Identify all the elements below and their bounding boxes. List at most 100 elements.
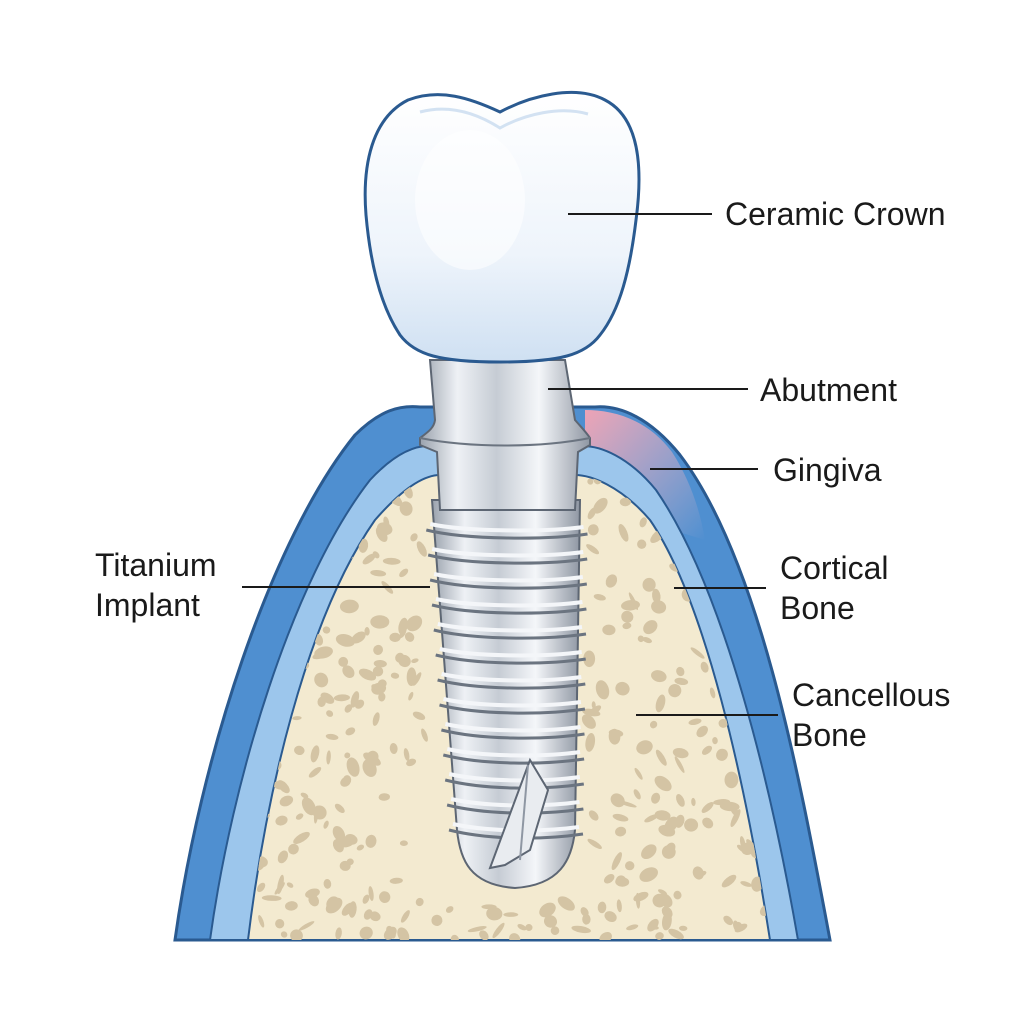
thread-highlight <box>448 772 581 783</box>
trabecula <box>346 858 354 866</box>
trabecula <box>371 684 378 691</box>
trabecula <box>734 923 748 933</box>
trabecula <box>608 729 624 738</box>
trabecula <box>301 797 316 816</box>
trabecula <box>431 914 443 926</box>
trabecula <box>658 824 676 837</box>
trabecula <box>370 570 387 577</box>
trabecula <box>486 906 503 921</box>
trabecula <box>397 927 410 940</box>
trabecula <box>658 893 673 908</box>
trabecula <box>412 672 422 686</box>
trabecula <box>372 712 380 726</box>
trabecula <box>412 711 426 721</box>
trabecula <box>612 813 629 822</box>
label-implant-line2: Implant <box>95 587 200 623</box>
trabecula <box>633 789 641 800</box>
trabecula <box>651 792 661 804</box>
trabecula <box>322 626 331 634</box>
label-gingiva: Gingiva <box>773 450 882 490</box>
trabecula <box>605 574 618 588</box>
trabecula <box>557 896 575 911</box>
trabecula <box>379 891 391 903</box>
label-implant-line1: Titanium <box>95 547 217 583</box>
thread-highlight <box>444 722 581 733</box>
trabecula <box>279 795 294 807</box>
trabecula <box>344 834 358 845</box>
trabecula <box>308 894 320 907</box>
trabecula <box>611 852 622 871</box>
trabecula <box>288 843 299 855</box>
trabecula <box>248 479 260 490</box>
trabecula <box>358 538 369 553</box>
trabecula <box>326 710 334 717</box>
trabecula <box>364 627 370 636</box>
trabecula <box>290 929 303 940</box>
trabecula <box>712 737 718 745</box>
trabecula <box>308 766 322 778</box>
trabecula <box>616 899 622 913</box>
trabecula <box>399 568 409 578</box>
trabecula <box>370 615 390 629</box>
trabecula <box>571 925 591 934</box>
trabecula <box>635 892 641 909</box>
trabecula <box>602 624 616 636</box>
trabecula <box>280 931 288 938</box>
trabecula <box>639 517 647 528</box>
label-abutment: Abutment <box>760 370 897 410</box>
trabecula <box>325 897 343 914</box>
trabecula <box>378 793 390 801</box>
trabecula <box>294 745 305 756</box>
trabecula <box>688 718 702 726</box>
trabecula <box>323 820 329 829</box>
label-gingiva-text: Gingiva <box>773 452 882 488</box>
titanium-implant <box>425 499 588 890</box>
thread-highlight <box>439 647 582 658</box>
thread-highlight <box>435 597 583 608</box>
trabecula <box>679 925 688 931</box>
trabecula <box>356 844 365 851</box>
trabecula <box>362 553 376 565</box>
trabecula <box>421 728 428 742</box>
abutment <box>419 359 591 511</box>
trabecula <box>351 631 366 644</box>
thread-ridge <box>435 653 586 665</box>
trabecula <box>582 914 591 925</box>
trabecula <box>730 519 745 533</box>
trabecula <box>335 927 342 940</box>
trabecula <box>604 911 617 923</box>
trabecula <box>651 670 667 683</box>
trabecula <box>766 481 770 488</box>
thread-ridge <box>433 628 587 640</box>
trabecula <box>346 757 360 777</box>
thread-highlight <box>433 572 584 583</box>
trabecula <box>672 748 689 759</box>
trabecula <box>593 594 606 601</box>
trabecula <box>389 877 403 884</box>
trabecula <box>317 696 326 707</box>
trabecula <box>359 926 373 940</box>
trabecula <box>276 523 290 537</box>
thread-ridge <box>441 728 585 740</box>
trabecula <box>716 748 728 761</box>
label-ceramic-crown: Ceramic Crown <box>725 194 945 234</box>
trabecula <box>312 805 327 820</box>
trabecula <box>509 933 521 940</box>
trabecula <box>649 720 658 729</box>
trabecula <box>257 571 271 582</box>
trabecula <box>323 879 332 889</box>
trabecula <box>636 740 653 755</box>
trabecula <box>295 813 304 820</box>
trabecula <box>588 810 599 821</box>
trabecula <box>690 647 705 659</box>
trabecula <box>368 886 374 901</box>
trabecula <box>619 497 631 507</box>
trabecula <box>621 600 640 611</box>
trabecula <box>398 654 411 668</box>
trabecula <box>751 876 764 892</box>
trabecula <box>661 845 676 859</box>
trabecula <box>719 801 740 812</box>
trabecula <box>334 803 345 814</box>
trabecula <box>668 684 682 698</box>
trabecula <box>701 802 714 813</box>
